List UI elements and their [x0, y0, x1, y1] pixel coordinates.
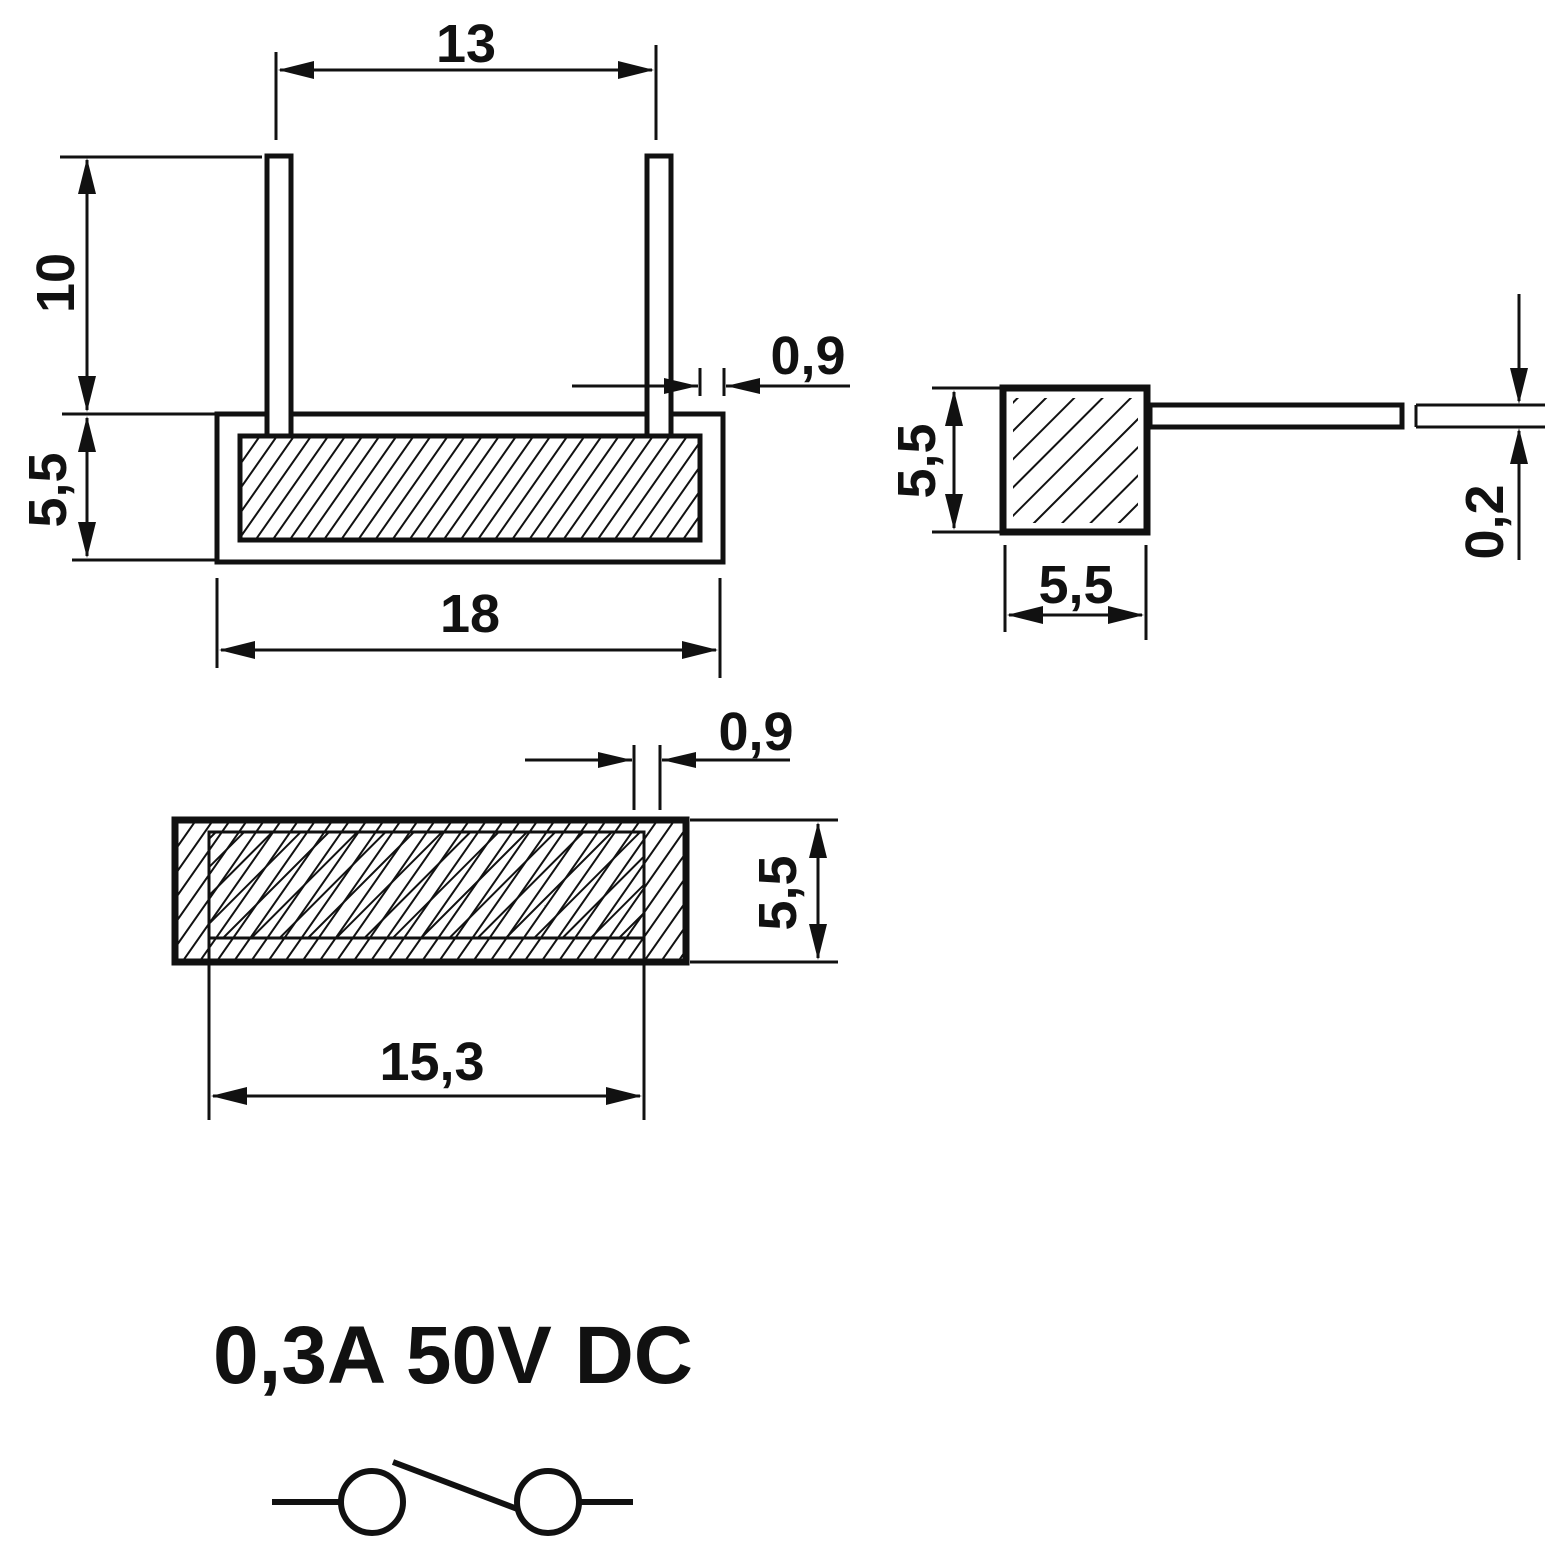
front-view: 13 10 5,5 18 0,9 [18, 14, 850, 678]
reed-switch-normally-open-icon [272, 1459, 633, 1536]
bottom-height-label: 5,5 [748, 855, 808, 930]
side-width-label: 5,5 [1038, 555, 1113, 615]
bottom-inner-length-label: 15,3 [379, 1032, 484, 1092]
front-pin-width-label: 0,9 [770, 326, 845, 386]
front-left-pin [264, 153, 294, 439]
front-right-pin [644, 153, 674, 439]
bottom-inner-hatch [207, 830, 646, 940]
front-inner-hatch [237, 433, 703, 543]
bottom-view: 0,9 5,5 15,3 [171, 702, 838, 1120]
side-height-label: 5,5 [887, 423, 947, 498]
electrical-rating: 0,3A 50V DC [213, 1310, 693, 1401]
side-pin-thickness-label: 0,2 [1455, 484, 1515, 559]
side-pin-lead [1147, 402, 1405, 430]
side-view: 5,5 5,5 0,2 [887, 294, 1545, 640]
side-inner-hatch [1013, 398, 1138, 523]
front-pin-spacing-label: 13 [436, 14, 496, 74]
front-body-length-label: 18 [440, 584, 500, 644]
front-body-height-label: 5,5 [18, 452, 78, 527]
front-pin-length-label: 10 [26, 253, 86, 313]
bottom-pin-width-label: 0,9 [718, 702, 793, 762]
